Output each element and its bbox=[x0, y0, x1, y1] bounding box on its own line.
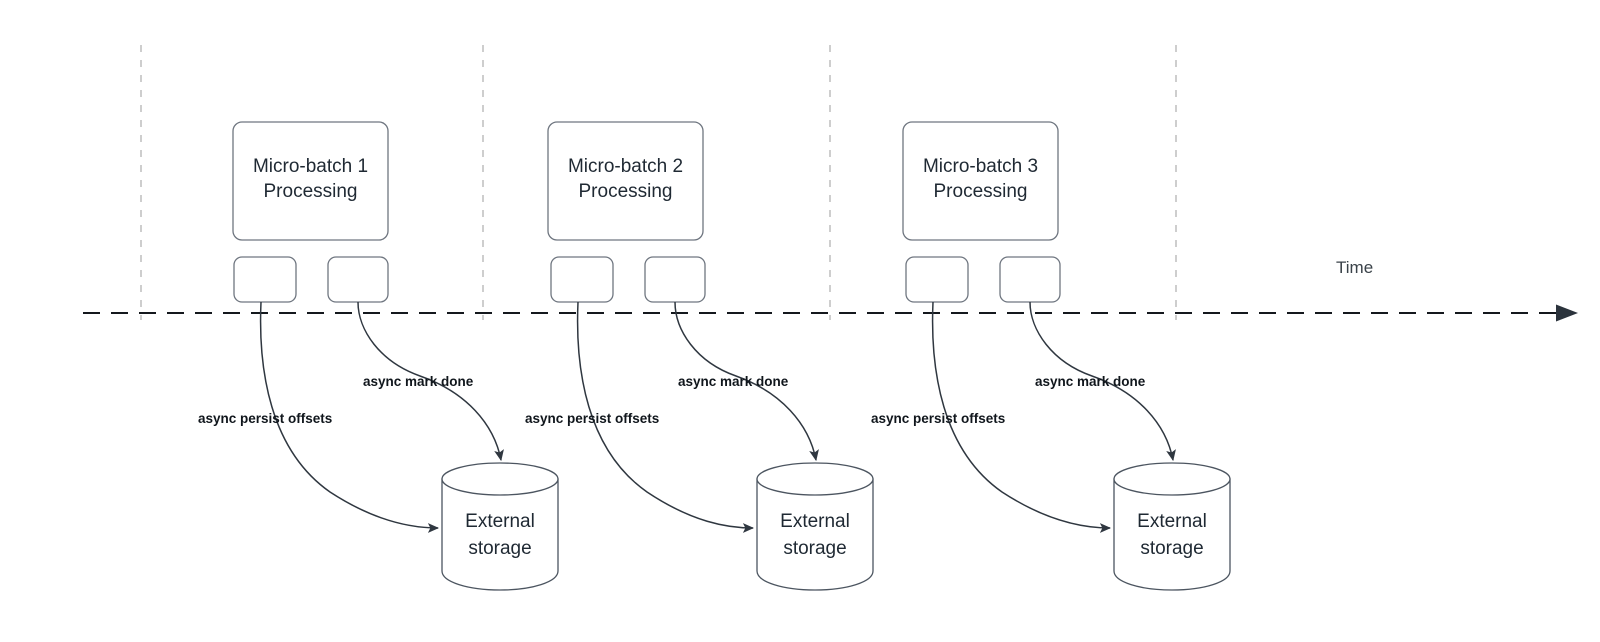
micro-batch-group-2: Micro-batch 2 Processing async persist o… bbox=[525, 121, 874, 591]
task-box-2b[interactable] bbox=[644, 256, 706, 303]
micro-batch-box-1-line1: Micro-batch 1 bbox=[253, 156, 368, 177]
time-axis-label: Time bbox=[1336, 258, 1373, 277]
external-storage-3-top bbox=[1113, 462, 1231, 496]
external-storage-1-top bbox=[441, 462, 559, 496]
batch-boundary-lines bbox=[140, 45, 1177, 320]
external-storage-2-line2: storage bbox=[783, 538, 846, 559]
edge-label-persist-offsets-1: async persist offsets bbox=[198, 411, 332, 426]
edge-label-mark-done-2: async mark done bbox=[678, 374, 789, 389]
external-storage-2-line1: External bbox=[780, 511, 850, 532]
external-storage-cylinder-2[interactable]: External storage bbox=[756, 462, 874, 591]
micro-batch-box-1-rect[interactable] bbox=[232, 121, 389, 241]
edge-persist-offsets-1 bbox=[259, 301, 440, 533]
external-storage-1-line1: External bbox=[465, 511, 535, 532]
micro-batch-box-2-line2: Processing bbox=[579, 181, 673, 202]
edge-persist-offsets-3 bbox=[931, 301, 1112, 533]
micro-batch-box-1-line2: Processing bbox=[264, 181, 358, 202]
micro-batch-box-3-rect[interactable] bbox=[902, 121, 1059, 241]
external-storage-3-body[interactable] bbox=[1113, 478, 1231, 591]
external-storage-1-body[interactable] bbox=[441, 478, 559, 591]
external-storage-cylinder-3[interactable]: External storage bbox=[1113, 462, 1231, 591]
external-storage-2-body[interactable] bbox=[756, 478, 874, 591]
micro-batch-box-3-line2: Processing bbox=[934, 181, 1028, 202]
edge-mark-done-3 bbox=[1029, 301, 1176, 462]
micro-batch-box-1[interactable]: Micro-batch 1 Processing bbox=[232, 121, 389, 241]
external-storage-cylinder-1[interactable]: External storage bbox=[441, 462, 559, 591]
task-box-3b[interactable] bbox=[999, 256, 1061, 303]
time-axis-arrowhead bbox=[1556, 304, 1578, 322]
external-storage-3-line1: External bbox=[1137, 511, 1207, 532]
micro-batch-box-3[interactable]: Micro-batch 3 Processing bbox=[902, 121, 1059, 241]
task-box-1a[interactable] bbox=[233, 256, 297, 303]
micro-batch-box-2-rect[interactable] bbox=[547, 121, 704, 241]
edge-label-persist-offsets-2: async persist offsets bbox=[525, 411, 659, 426]
edge-mark-done-1 bbox=[357, 301, 504, 462]
external-storage-3-line2: storage bbox=[1140, 538, 1203, 559]
micro-batch-group-1: Micro-batch 1 Processing async persist o… bbox=[198, 121, 559, 591]
edge-label-persist-offsets-3: async persist offsets bbox=[871, 411, 1005, 426]
external-storage-2-top bbox=[756, 462, 874, 496]
edge-label-mark-done-1: async mark done bbox=[363, 374, 474, 389]
task-box-2a[interactable] bbox=[550, 256, 614, 303]
micro-batch-group-3: Micro-batch 3 Processing async persist o… bbox=[871, 121, 1231, 591]
edge-mark-done-2 bbox=[674, 301, 819, 462]
external-storage-1-line2: storage bbox=[468, 538, 531, 559]
edge-label-mark-done-3: async mark done bbox=[1035, 374, 1146, 389]
edge-persist-offsets-2 bbox=[576, 301, 755, 533]
time-axis: Time bbox=[83, 258, 1578, 322]
micro-batch-box-2[interactable]: Micro-batch 2 Processing bbox=[547, 121, 704, 241]
micro-batch-box-2-line1: Micro-batch 2 bbox=[568, 156, 683, 177]
micro-batch-box-3-line1: Micro-batch 3 bbox=[923, 156, 1038, 177]
task-box-3a[interactable] bbox=[905, 256, 969, 303]
task-box-1b[interactable] bbox=[327, 256, 389, 303]
